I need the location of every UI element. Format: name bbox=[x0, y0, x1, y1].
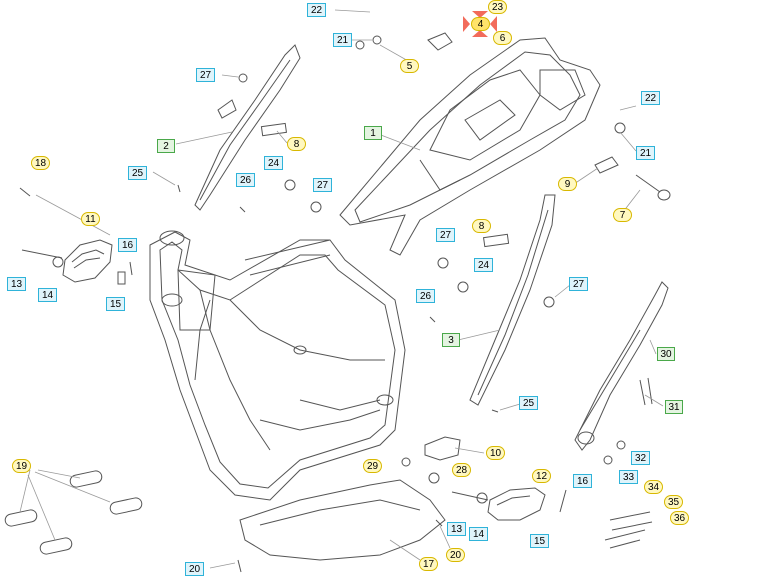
frame-guard-right bbox=[469, 194, 556, 406]
callout-1[interactable]: 1 bbox=[364, 126, 382, 140]
callout-8[interactable]: 8 bbox=[287, 137, 306, 151]
callout-26[interactable]: 26 bbox=[416, 289, 435, 303]
callout-4-selected[interactable]: 4 bbox=[471, 17, 490, 31]
callout-23[interactable]: 23 bbox=[488, 0, 507, 14]
callout-22[interactable]: 22 bbox=[641, 91, 660, 105]
callout-15[interactable]: 15 bbox=[530, 534, 549, 548]
callout-27[interactable]: 27 bbox=[313, 178, 332, 192]
callout-13[interactable]: 13 bbox=[7, 277, 26, 291]
callout-11[interactable]: 11 bbox=[81, 212, 100, 226]
callout-5[interactable]: 5 bbox=[400, 59, 419, 73]
callout-12[interactable]: 12 bbox=[532, 469, 551, 483]
callout-21[interactable]: 21 bbox=[636, 146, 655, 160]
callout-20[interactable]: 20 bbox=[185, 562, 204, 576]
callout-14[interactable]: 14 bbox=[38, 288, 57, 302]
callout-14[interactable]: 14 bbox=[469, 527, 488, 541]
footrest-left bbox=[21, 239, 126, 285]
callout-8[interactable]: 8 bbox=[472, 219, 491, 233]
callout-16[interactable]: 16 bbox=[118, 238, 137, 252]
callout-28[interactable]: 28 bbox=[452, 463, 471, 477]
callout-32[interactable]: 32 bbox=[631, 451, 650, 465]
callout-19[interactable]: 19 bbox=[12, 459, 31, 473]
callout-10[interactable]: 10 bbox=[486, 446, 505, 460]
callout-36[interactable]: 36 bbox=[670, 511, 689, 525]
callout-27[interactable]: 27 bbox=[569, 277, 588, 291]
callout-20[interactable]: 20 bbox=[446, 548, 465, 562]
callout-24[interactable]: 24 bbox=[264, 156, 283, 170]
small-parts bbox=[19, 32, 671, 573]
callout-17[interactable]: 17 bbox=[419, 557, 438, 571]
rubber-pads bbox=[4, 470, 143, 555]
callout-25[interactable]: 25 bbox=[519, 396, 538, 410]
callout-7[interactable]: 7 bbox=[613, 208, 632, 222]
subframe bbox=[339, 37, 601, 256]
callout-33[interactable]: 33 bbox=[619, 470, 638, 484]
footrest-right bbox=[451, 487, 546, 521]
callout-30[interactable]: 30 bbox=[657, 347, 675, 361]
callout-29[interactable]: 29 bbox=[363, 459, 382, 473]
callout-26[interactable]: 26 bbox=[236, 173, 255, 187]
skid-plate bbox=[239, 479, 446, 561]
leader-lines bbox=[19, 9, 664, 569]
frame-guard-left bbox=[194, 44, 301, 211]
main-frame bbox=[149, 230, 406, 501]
callout-16[interactable]: 16 bbox=[573, 474, 592, 488]
callout-18[interactable]: 18 bbox=[31, 156, 50, 170]
callout-27[interactable]: 27 bbox=[436, 228, 455, 242]
callout-2[interactable]: 2 bbox=[157, 139, 175, 153]
callout-34[interactable]: 34 bbox=[644, 480, 663, 494]
side-stand bbox=[574, 281, 669, 451]
callout-13[interactable]: 13 bbox=[447, 522, 466, 536]
callout-9[interactable]: 9 bbox=[558, 177, 577, 191]
callout-22[interactable]: 22 bbox=[307, 3, 326, 17]
callout-21[interactable]: 21 bbox=[333, 33, 352, 47]
callout-31[interactable]: 31 bbox=[665, 400, 683, 414]
callout-3[interactable]: 3 bbox=[442, 333, 460, 347]
selection-marker bbox=[463, 11, 497, 37]
callout-35[interactable]: 35 bbox=[664, 495, 683, 509]
callout-24[interactable]: 24 bbox=[474, 258, 493, 272]
callout-27[interactable]: 27 bbox=[196, 68, 215, 82]
callout-15[interactable]: 15 bbox=[106, 297, 125, 311]
callout-6[interactable]: 6 bbox=[493, 31, 512, 45]
callout-25[interactable]: 25 bbox=[128, 166, 147, 180]
